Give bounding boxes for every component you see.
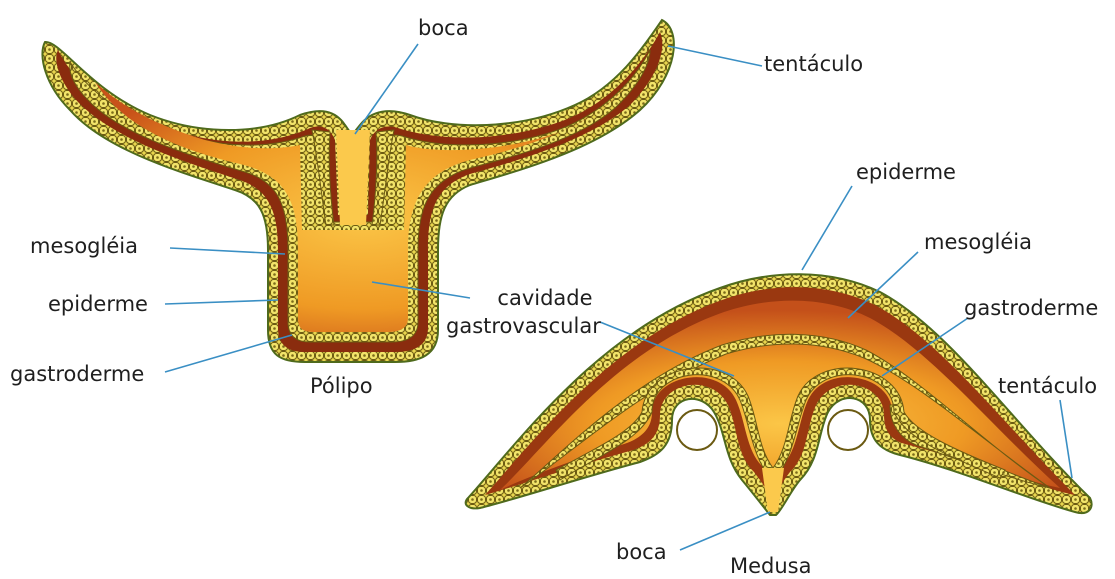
caption-medusa: Medusa [730,554,812,578]
leader-medusa-boca [680,512,770,550]
label-polyp-epiderme: epiderme [48,292,148,316]
leader-polyp-gastroderme [165,335,292,372]
leader-polyp-tentaculo [668,46,762,66]
leader-medusa-epiderme [802,186,852,270]
label-cavidade-line1: cavidade [470,286,620,310]
medusa-velum-left [677,410,717,450]
label-polyp-mesogleia: mesogléia [30,234,138,258]
label-medusa-boca: boca [616,540,667,564]
label-medusa-epiderme: epiderme [856,160,956,184]
medusa-velum-right [828,410,868,450]
caption-polyp: Pólipo [310,374,373,398]
leader-medusa-tentaculo [1060,400,1072,478]
label-medusa-gastroderme: gastroderme [964,296,1098,320]
polyp-mouth-channel [336,130,370,225]
label-polyp-gastroderme: gastroderme [10,362,144,386]
leader-polyp-epiderme [165,300,278,304]
label-medusa-tentaculo: tentáculo [998,374,1097,398]
label-polyp-tentaculo: tentáculo [764,52,863,76]
label-cavidade-line2: gastrovascular [446,314,601,338]
label-medusa-mesogleia: mesogléia [924,230,1032,254]
label-polyp-boca: boca [418,16,469,40]
